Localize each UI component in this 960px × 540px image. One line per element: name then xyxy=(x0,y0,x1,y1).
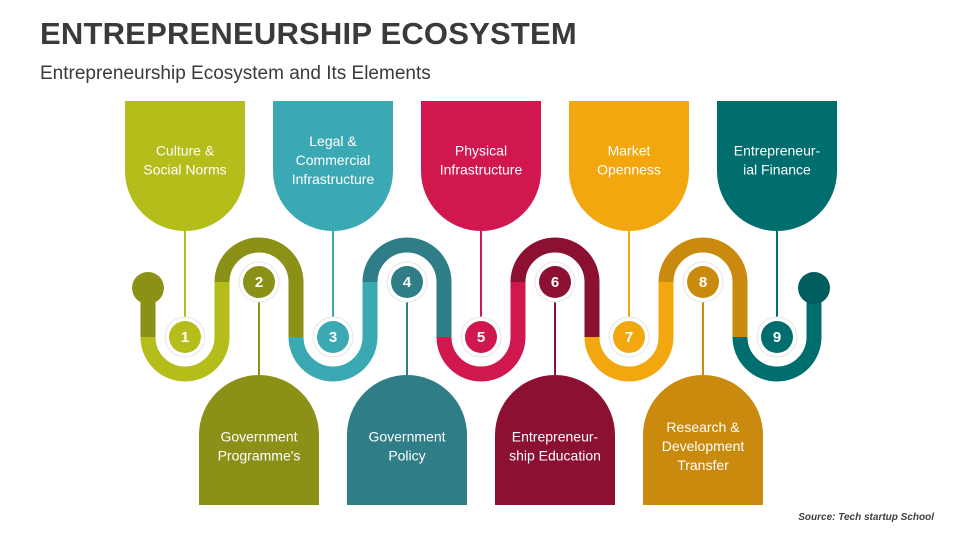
node-disc xyxy=(613,321,645,353)
card-label-line: Government xyxy=(220,429,297,445)
number-node-2: 2 xyxy=(238,261,280,303)
number-node-1: 1 xyxy=(164,316,206,358)
wave-end-dot xyxy=(798,272,830,304)
wave-segment-5 xyxy=(436,282,526,382)
node-number: 2 xyxy=(255,274,263,291)
card-shape xyxy=(125,101,245,231)
wave-segment-1 xyxy=(140,282,230,382)
card-label-line: Market xyxy=(608,143,651,159)
card-shape xyxy=(495,375,615,505)
wave-segment-2 xyxy=(214,237,304,337)
wave-segment-8 xyxy=(658,237,748,337)
number-node-3: 3 xyxy=(312,316,354,358)
wave-segment-3 xyxy=(288,282,378,382)
card-shape xyxy=(569,101,689,231)
node-disc xyxy=(169,321,201,353)
node-number: 6 xyxy=(551,274,559,291)
wave-segment-6 xyxy=(510,237,600,337)
page-subtitle: Entrepreneurship Ecosystem and Its Eleme… xyxy=(40,63,431,84)
card-shape xyxy=(421,101,541,231)
node-disc xyxy=(465,321,497,353)
card-label-line: Physical xyxy=(455,143,507,159)
card-label-line: Development xyxy=(662,438,745,454)
card-label-line: Entrepreneur- xyxy=(512,429,599,445)
wave-start-dot xyxy=(132,272,164,304)
node-number: 5 xyxy=(477,329,485,346)
number-node-7: 7 xyxy=(608,316,650,358)
card-label-line: Entrepreneur- xyxy=(734,143,821,159)
node-disc xyxy=(391,266,423,298)
card-label-line: Commercial xyxy=(296,152,371,168)
card-label-line: Culture & xyxy=(156,143,215,159)
card-label-line: Research & xyxy=(666,419,740,435)
number-node-9: 9 xyxy=(756,316,798,358)
number-node-4: 4 xyxy=(386,261,428,303)
card-label-line: Legal & xyxy=(309,133,357,149)
card-label-line: ial Finance xyxy=(743,162,811,178)
card-label-line: Infrastructure xyxy=(440,162,523,178)
card-label-line: ship Education xyxy=(509,448,601,464)
node-disc xyxy=(687,266,719,298)
number-nodes: 1 2 3 4 5 6 7 8 9 xyxy=(164,261,798,358)
node-disc xyxy=(761,321,793,353)
node-number: 3 xyxy=(329,329,337,346)
element-card-9: Entrepreneur-ial Finance xyxy=(717,101,837,231)
card-shape xyxy=(199,375,319,505)
node-disc xyxy=(317,321,349,353)
card-shape xyxy=(717,101,837,231)
source-note: Source: Tech startup School xyxy=(798,512,934,523)
element-card-1: Culture & Social Norms xyxy=(125,101,245,231)
node-disc xyxy=(243,266,275,298)
node-number: 9 xyxy=(773,329,781,346)
card-label-line: Programme's xyxy=(218,448,301,464)
node-number: 1 xyxy=(181,329,189,346)
node-number: 4 xyxy=(403,274,412,291)
card-label-line: Policy xyxy=(388,448,425,464)
wave-segment-9 xyxy=(732,288,822,382)
card-shape xyxy=(347,375,467,505)
connector-wave xyxy=(132,237,830,382)
card-label-line: Infrastructure xyxy=(292,171,375,187)
card-shape xyxy=(643,375,763,505)
element-cards: Culture & Social NormsGovernmentProgramme… xyxy=(125,101,837,505)
element-card-6: Entrepreneur-ship Education xyxy=(495,375,615,505)
card-label-line: Government xyxy=(368,429,445,445)
node-disc xyxy=(539,266,571,298)
card-label-line: Transfer xyxy=(677,457,729,473)
node-number: 7 xyxy=(625,329,633,346)
connector-stems xyxy=(184,231,778,375)
node-number: 8 xyxy=(699,274,707,291)
card-label-line: Social Norms xyxy=(143,162,226,178)
card-label-line: Openness xyxy=(597,162,661,178)
card-shape xyxy=(273,101,393,231)
wave-segment-7 xyxy=(584,282,674,382)
number-node-6: 6 xyxy=(534,261,576,303)
number-node-5: 5 xyxy=(460,316,502,358)
number-node-8: 8 xyxy=(682,261,724,303)
wave-segment-4 xyxy=(362,237,452,337)
page-title: ENTREPRENEURSHIP ECOSYSTEM xyxy=(40,16,577,51)
